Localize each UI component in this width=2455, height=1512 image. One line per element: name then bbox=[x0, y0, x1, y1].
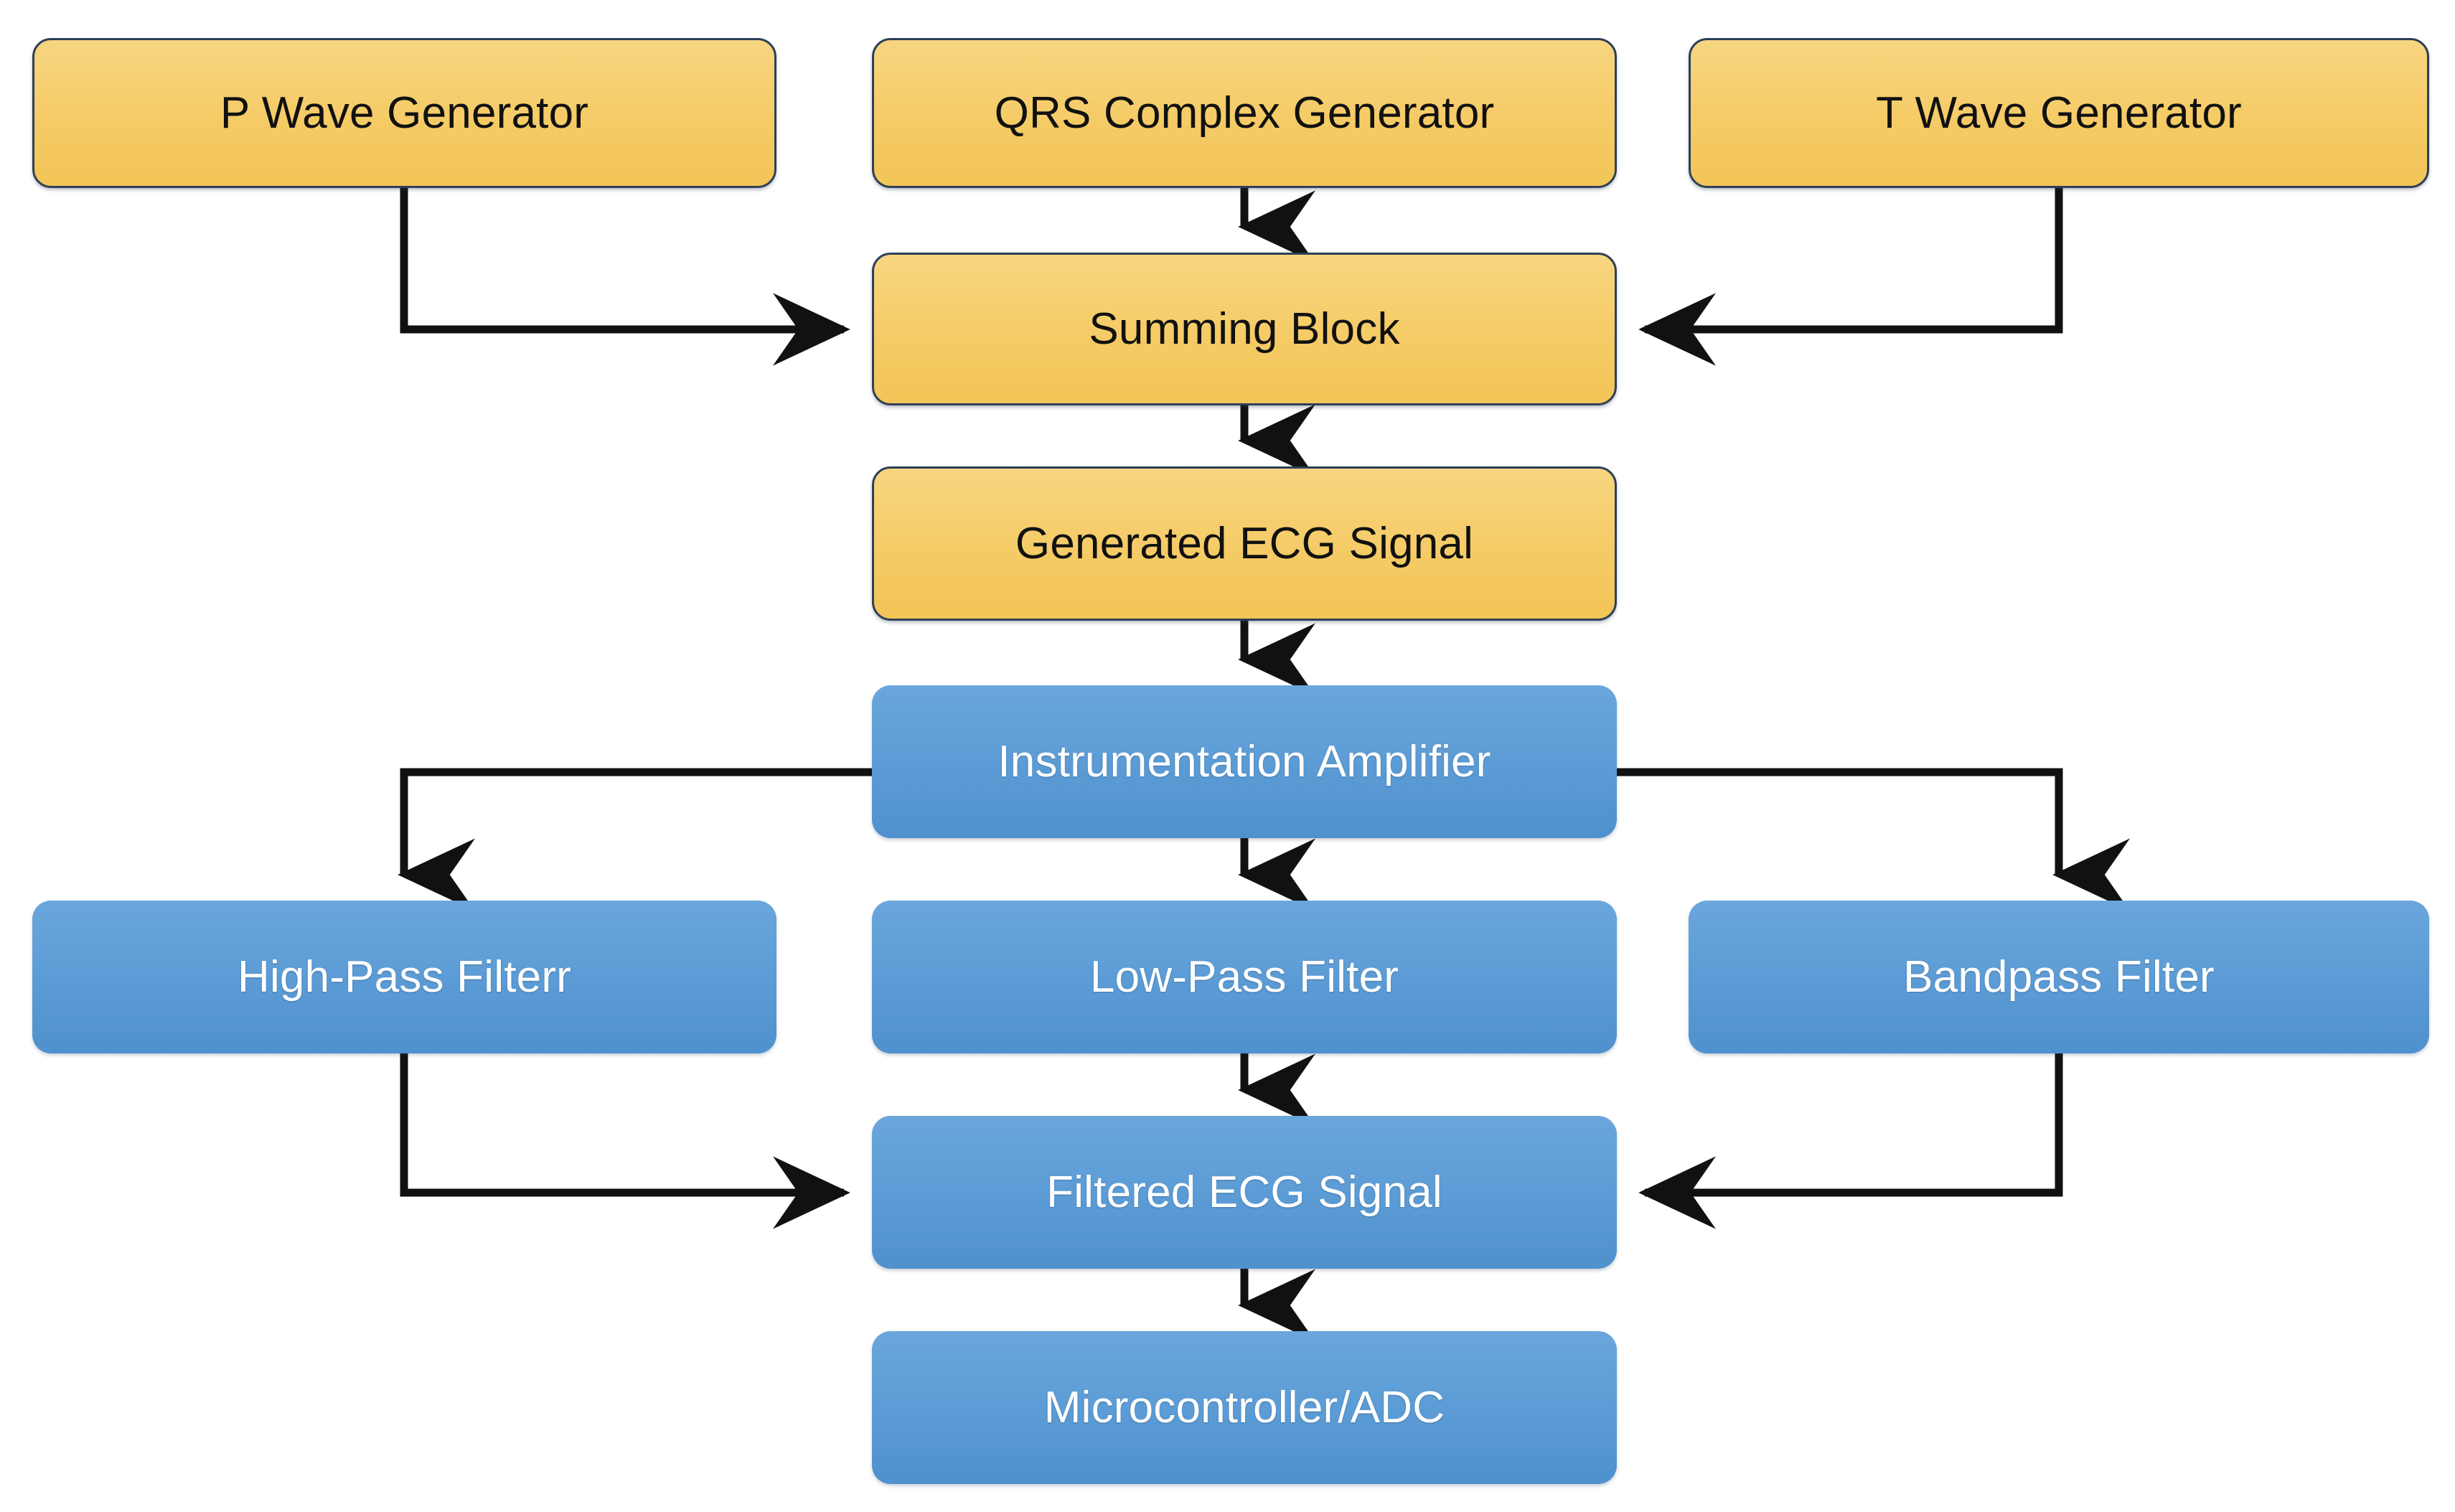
node-t-wave-generator[interactable]: T Wave Generator bbox=[1689, 38, 2429, 188]
node-high-pass-filter[interactable]: High-Pass Filterr bbox=[32, 901, 776, 1053]
edge-t-wave-to-summing bbox=[1638, 188, 2063, 366]
node-instrumentation-amplifier[interactable]: Instrumentation Amplifier bbox=[872, 685, 1617, 838]
edge-inamp-to-high-pass bbox=[398, 768, 872, 911]
node-label: Instrumentation Amplifier bbox=[998, 736, 1491, 786]
node-label: Summing Block bbox=[1089, 304, 1400, 354]
edge-p-wave-to-summing bbox=[400, 188, 850, 366]
node-label: QRS Complex Generator bbox=[994, 88, 1495, 138]
edge-inamp-to-bandpass bbox=[1617, 768, 2130, 911]
node-label: Low-Pass Filter bbox=[1089, 952, 1399, 1002]
node-bandpass-filter[interactable]: Bandpass Filter bbox=[1689, 901, 2429, 1053]
node-label: T Wave Generator bbox=[1876, 88, 2242, 138]
node-qrs-complex-generator[interactable]: QRS Complex Generator bbox=[872, 38, 1617, 188]
edge-high-pass-to-filtered-ecg bbox=[400, 1053, 850, 1229]
node-summing-block[interactable]: Summing Block bbox=[872, 253, 1617, 405]
node-label: Filtered ECG Signal bbox=[1046, 1167, 1442, 1217]
node-label: Generated ECG Signal bbox=[1015, 518, 1474, 568]
edge-bandpass-to-filtered-ecg bbox=[1638, 1053, 2063, 1229]
node-generated-ecg-signal[interactable]: Generated ECG Signal bbox=[872, 466, 1617, 621]
node-microcontroller-adc[interactable]: Microcontroller/ADC bbox=[872, 1331, 1617, 1484]
node-label: Microcontroller/ADC bbox=[1043, 1382, 1445, 1432]
node-filtered-ecg-signal[interactable]: Filtered ECG Signal bbox=[872, 1116, 1617, 1269]
node-label: High-Pass Filterr bbox=[237, 952, 572, 1002]
node-p-wave-generator[interactable]: P Wave Generator bbox=[32, 38, 776, 188]
node-label: P Wave Generator bbox=[220, 88, 589, 138]
node-label: Bandpass Filter bbox=[1903, 952, 2215, 1002]
node-low-pass-filter[interactable]: Low-Pass Filter bbox=[872, 901, 1617, 1053]
